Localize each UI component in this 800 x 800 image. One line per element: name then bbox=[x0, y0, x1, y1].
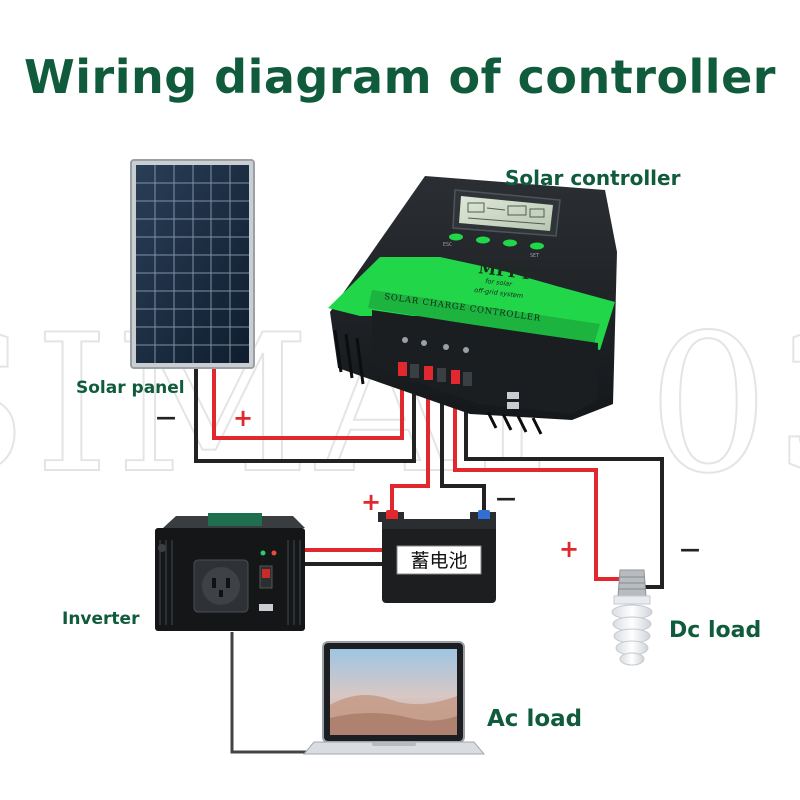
battery-positive-sign: + bbox=[361, 488, 381, 516]
controller-button-esc-label: ESC bbox=[443, 242, 452, 248]
label-ac-load: Ac load bbox=[487, 706, 583, 732]
inverter-status-led bbox=[260, 550, 266, 556]
solar-panel bbox=[130, 159, 255, 369]
wire-dcload-negative bbox=[464, 372, 664, 589]
controller-usb-port-2[interactable] bbox=[507, 402, 519, 409]
panel-positive-sign: + bbox=[233, 404, 253, 432]
controller-subtitle-1: for solar bbox=[485, 277, 514, 288]
label-solar-panel: Solar panel bbox=[76, 378, 185, 398]
controller-terminals bbox=[398, 362, 472, 386]
wire-ac-load bbox=[230, 632, 318, 754]
dcload-positive-sign: + bbox=[559, 535, 579, 563]
inverter bbox=[155, 513, 305, 631]
panel-negative-sign: — bbox=[156, 405, 176, 429]
dcload-negative-sign: — bbox=[680, 537, 700, 561]
battery-label-plate bbox=[396, 545, 482, 575]
battery-negative-sign: — bbox=[496, 486, 516, 510]
wire-panel-negative bbox=[194, 366, 416, 463]
battery-label: 蓄电池 bbox=[410, 550, 467, 572]
controller-button-up[interactable] bbox=[476, 236, 490, 244]
battery: 蓄电池 bbox=[378, 510, 496, 603]
page-title: Wiring diagram of controller bbox=[24, 50, 776, 104]
controller-button-esc[interactable] bbox=[449, 233, 463, 241]
controller-usb-port[interactable] bbox=[507, 392, 519, 399]
wire-battery-negative bbox=[440, 372, 486, 518]
label-solar-controller: Solar controller bbox=[505, 166, 681, 190]
wire-battery-positive bbox=[390, 372, 430, 518]
controller-buttons bbox=[449, 233, 544, 250]
controller-button-down[interactable] bbox=[503, 239, 517, 247]
inverter-usb-port[interactable] bbox=[259, 604, 273, 611]
wire-panel-positive bbox=[212, 366, 404, 440]
controller-button-set[interactable] bbox=[530, 242, 544, 250]
controller-lcd-screen bbox=[459, 196, 553, 231]
solar-controller: ESC SET MPPT for solar off-grid system S… bbox=[328, 176, 617, 435]
wire-dcload-positive bbox=[453, 372, 621, 581]
controller-button-set-label: SET bbox=[530, 253, 539, 259]
label-inverter: Inverter bbox=[62, 609, 140, 629]
label-dc-load: Dc load bbox=[669, 618, 762, 643]
ac-load-laptop bbox=[302, 641, 486, 755]
dc-load-bulb bbox=[611, 569, 653, 666]
